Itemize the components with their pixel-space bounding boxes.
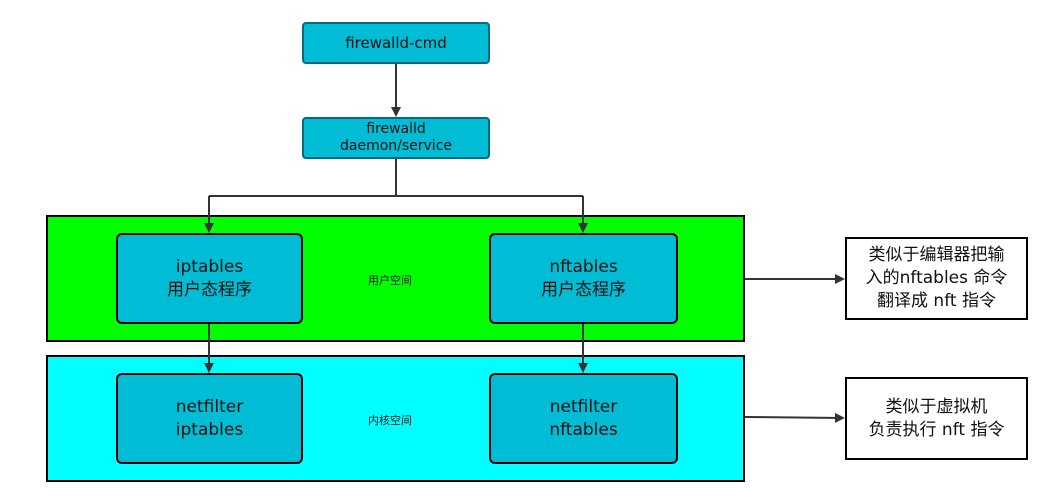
firewalld-cmd-node: firewalld-cmd — [302, 22, 490, 64]
user-space-label: 用户空间 — [368, 274, 412, 287]
editor-note-line1: 类似于编辑器把输 — [868, 245, 1005, 266]
netfilter-iptables-line2: iptables — [175, 419, 244, 440]
nftables-user-line2: 用户态程序 — [541, 279, 626, 300]
iptables-user-node: iptables 用户态程序 — [116, 233, 303, 324]
firewalld-daemon-node: firewalld daemon/service — [302, 117, 490, 159]
arrow-kernel-to-vm-note — [744, 412, 845, 423]
vm-note: 类似于虚拟机 负责执行 nft 指令 — [845, 377, 1028, 460]
nftables-user-line1: nftables — [549, 256, 618, 277]
firewalld-daemon-line2: daemon/service — [339, 138, 453, 154]
iptables-user-line1: iptables — [175, 256, 244, 277]
netfilter-iptables-line1: netfilter — [175, 396, 244, 417]
editor-note-line3: 翻译成 nft 指令 — [877, 290, 996, 311]
editor-note-line2: 入的nftables 命令 — [865, 268, 1008, 289]
firewalld-daemon-line1: firewalld — [366, 120, 426, 137]
netfilter-iptables-node: netfilter iptables — [116, 373, 303, 464]
iptables-user-line2: 用户态程序 — [167, 279, 252, 300]
kernel-space-label: 内核空间 — [368, 414, 412, 427]
nftables-user-node: nftables 用户态程序 — [489, 233, 678, 324]
vm-note-line2: 负责执行 nft 指令 — [868, 419, 1005, 440]
vm-note-line1: 类似于虚拟机 — [885, 396, 988, 417]
firewalld-cmd-label: firewalld-cmd — [345, 34, 447, 52]
editor-note: 类似于编辑器把输 入的nftables 命令 翻译成 nft 指令 — [845, 237, 1028, 320]
netfilter-nftables-line1: netfilter — [549, 396, 618, 417]
netfilter-nftables-node: netfilter nftables — [489, 373, 678, 464]
netfilter-nftables-line2: nftables — [549, 419, 618, 440]
